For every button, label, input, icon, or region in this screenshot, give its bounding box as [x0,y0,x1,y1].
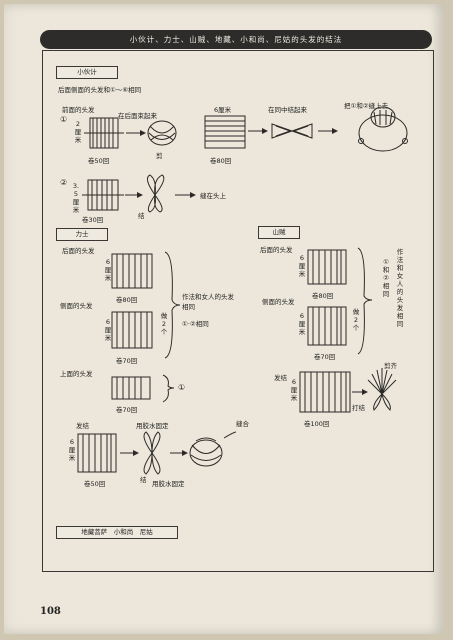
shanzei-wraps-70: 卷70回 [314,353,336,361]
lishi-make-2: 做 2 个 [160,312,168,336]
wraps-80-label: 卷80回 [210,157,232,165]
measure-35cm-label: 3.5 厘 米 [72,182,80,214]
hair-spool-1 [84,117,124,149]
lishi-topknot-label: 发结 [76,422,89,430]
shanzei-note-same: 作法和女人的头发相同 [396,248,404,328]
lishi-circle-ref: ① [178,383,186,392]
gather-back-label: 在后面束起来 [118,112,157,120]
sew-on-head-label: 缝在头上 [200,192,226,200]
hair-spool-4 [111,253,153,289]
page-number: 108 [40,606,61,617]
wraps-50-label: 卷50回 [88,157,110,165]
step-1-marker: ① [60,115,68,124]
section-label-xiaohuoji: 小伙计 [56,66,118,79]
shanzei-topknot-label: 发结 [274,374,287,382]
hair-spool-2 [204,115,246,149]
shanzei-note-ref: ①和②相同 [382,258,390,298]
hair-spool-10 [299,371,351,413]
hair-spool-5 [111,311,153,349]
shanzei-cut-label: 剪齐 [384,362,397,370]
lishi-measure-6cm-b: 6 厘 米 [104,318,112,342]
lishi-measure-6cm-c: 6 厘 米 [68,438,76,462]
hair-spool-6 [111,376,151,400]
content-frame [42,50,434,572]
lishi-top-hair-label: 上面的头发 [60,370,93,378]
tie-middle-label: 在同中结起来 [268,106,307,114]
measure-6cm-label: 6厘米 [214,106,232,114]
hair-spool-8 [307,249,347,285]
hair-spool-3 [82,179,124,211]
lishi-back-hair-label: 后面的头发 [62,247,95,255]
step-2-marker: ② [60,178,68,187]
section-label-shanzei: 山贼 [258,226,300,239]
lishi-note-same: 作法和女人的头发相同 [182,293,234,311]
section-label-lishi: 力士 [56,228,108,241]
lishi-wraps-50: 卷50回 [84,480,106,488]
measure-2cm-label: 2 厘 米 [74,120,82,144]
front-hair-label: 前面的头发 [62,106,95,114]
wraps-30-label: 卷30回 [82,216,104,224]
section1-subtitle: 后面侧面的头发和①～⑥相同 [58,86,142,94]
lishi-glue-fix-label: 用胶水固定 [136,422,169,430]
shanzei-measure-6cm-b: 6 厘 米 [298,312,306,336]
lishi-glue-fix-label-2: 用胶水固定 [152,480,185,488]
shanzei-back-hair-label: 后面的头发 [260,246,293,254]
shanzei-measure-6cm-c: 6 厘 米 [290,378,298,402]
shanzei-tie-label: 打结 [352,404,365,412]
shanzei-wraps-100: 卷100回 [304,420,330,428]
shanzei-make-2: 做 2 个 [352,308,360,332]
lishi-measure-6cm-a: 6 厘 米 [104,258,112,282]
section-label-dizang: 地藏菩萨 小和尚 尼姑 [56,526,178,539]
cut-label: 剪 [156,152,163,160]
shanzei-side-hair-label: 侧面的头发 [262,298,295,306]
knot-label: 结 [138,212,145,220]
lishi-knot-label: 结 [140,476,147,484]
hair-spool-7 [77,433,117,473]
page-title: 小伙计、力士、山贼、地藏、小和尚、尼姑的头发的结法 [40,30,432,49]
lishi-wraps-80: 卷80回 [116,296,138,304]
lishi-wraps-70b: 卷70回 [116,406,138,414]
hair-spool-9 [307,306,347,346]
lishi-wraps-70a: 卷70回 [116,357,138,365]
lishi-side-hair-label: 侧面的头发 [60,302,93,310]
shanzei-measure-6cm-a: 6 厘 米 [298,254,306,278]
lishi-sew-label: 缝合 [236,420,249,428]
shanzei-wraps-80: 卷80回 [312,292,334,300]
lishi-note-ref: ①·②相同 [182,320,209,328]
attach-label: 把①和②缝上去 [344,102,389,110]
